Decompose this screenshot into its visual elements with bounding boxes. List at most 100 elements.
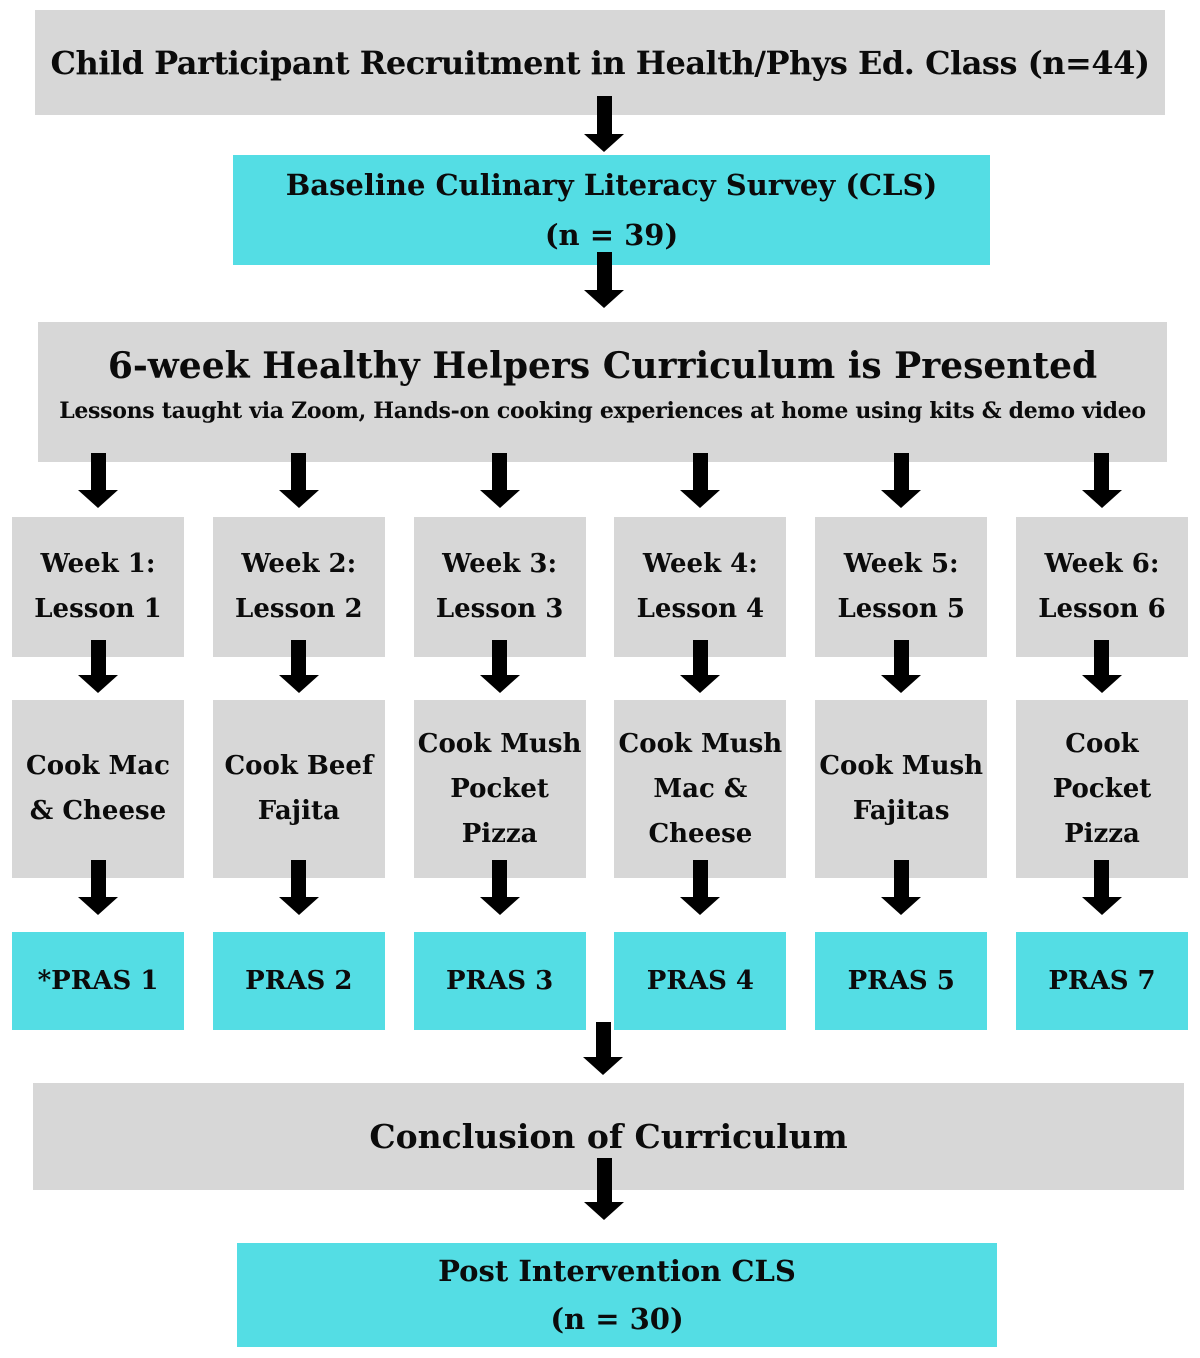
arrow-stem [1094,453,1110,490]
cook-5-box: Cook Mush Fajitas [815,700,988,878]
arrow-stem [596,96,612,134]
arrow-stem [90,640,106,675]
cook-1-line2: & Cheese [29,796,167,826]
cook-4-line3: Cheese [648,818,753,849]
week-4-line1: Week 4: [642,549,758,579]
curriculum-to-weeks-arrows [12,453,1188,508]
arrow-head [584,290,624,308]
week-1-line1: Week 1: [40,549,156,579]
weeks-row: Week 1: Lesson 1 Week 2: Lesson 2 Week 3… [12,517,1188,657]
post-survey-title: Post Intervention CLS [438,1254,796,1288]
cook-6-line2: Pocket [1052,773,1152,804]
cook-3-line2: Pocket [450,773,549,804]
arrow-head [680,897,721,915]
post-survey-box: Post Intervention CLS (n = 30) [237,1243,997,1347]
curriculum-title: 6-week Healthy Helpers Curriculum is Pre… [107,345,1098,387]
week-2-box: Week 2: Lesson 2 [212,517,385,657]
pras-5-box: PRAS 5 [815,932,988,1030]
arrow-head [1081,490,1122,508]
weeks-to-cooks-arrows [12,640,1188,693]
arrow-head [881,490,922,508]
down-arrow-baseline-to-curriculum [584,252,624,308]
down-arrow-conclusion-to-post [584,1158,624,1220]
week-6-line1: Week 6: [1044,549,1160,579]
arrow-head [278,675,319,693]
arrow-head [479,490,520,508]
pras-3-label: PRAS 3 [445,965,554,996]
arrow-stem [291,640,307,675]
arrow-head [881,675,922,693]
arrow-stem [90,860,106,897]
cook-5-line2: Fajitas [852,796,950,826]
post-survey-n: (n = 30) [550,1302,684,1336]
week-1-box: Week 1: Lesson 1 [12,517,184,657]
arrow-head [479,897,520,915]
arrow-stem [595,1022,611,1057]
down-arrow-week1-cook1 [78,640,118,693]
arrow-head [278,897,319,915]
arrow-stem [893,860,909,897]
down-arrow-week2-cook2 [278,640,319,693]
arrow-stem [90,453,106,490]
week-2-line1: Week 2: [241,549,357,579]
cooks-row: Cook Mac & Cheese Cook Beef Fajita Cook … [12,700,1188,878]
arrow-stem [1094,860,1110,897]
cook-6-box: Cook Pocket Pizza [1015,700,1188,878]
curriculum-box: 6-week Healthy Helpers Curriculum is Pre… [38,322,1167,462]
conclusion-label: Conclusion of Curriculum [369,1117,848,1156]
arrow-head [479,675,520,693]
arrow-head [584,1202,624,1220]
arrow-head [278,490,319,508]
cook-4-line1: Cook Mush [618,728,783,759]
arrow-head [881,897,922,915]
cook-5-line1: Cook Mush [819,751,984,781]
arrow-stem [1094,640,1110,675]
down-arrow-week4-cook4 [680,640,721,693]
down-arrow-cook4-pras4 [680,860,721,915]
cooks-to-pras-arrows [12,860,1188,915]
week-5-box: Week 5: Lesson 5 [815,517,988,657]
arrow-stem [893,453,909,490]
pras-6-box: PRAS 7 [1015,932,1188,1030]
arrow-stem [692,860,708,897]
cook-1-box: Cook Mac & Cheese [12,700,184,878]
down-arrow-cook5-pras5 [881,860,922,915]
recruitment-label: Child Participant Recruitment in Health/… [50,43,1150,82]
pras-1-label: *PRAS 1 [37,965,159,996]
pras-2-label: PRAS 2 [245,965,353,996]
arrow-head [680,490,721,508]
cook-3-line1: Cook Mush [417,728,582,759]
down-arrow-cook3-pras3 [479,860,520,915]
cook-2-line2: Fajita [257,796,340,826]
cook-1-line1: Cook Mac [26,751,170,781]
pras-2-box: PRAS 2 [212,932,385,1030]
week-5-line1: Week 5: [843,549,959,579]
pras-6-label: PRAS 7 [1048,965,1156,996]
arrow-head [1081,897,1122,915]
cook-4-line2: Mac & [653,773,748,804]
arrow-stem [492,860,508,897]
arrow-stem [291,453,307,490]
arrow-stem [692,640,708,675]
down-arrow-cook2-pras2 [278,860,319,915]
down-arrow-col5 [881,453,922,508]
week-1-line2: Lesson 1 [34,594,162,624]
down-arrow-week5-cook5 [881,640,922,693]
down-arrow-col1 [78,453,118,508]
arrow-stem [492,453,508,490]
pras-4-label: PRAS 4 [646,965,755,996]
down-arrow-col3 [479,453,520,508]
arrow-stem [291,860,307,897]
pras-3-box: PRAS 3 [413,932,586,1030]
cook-2-line1: Cook Beef [224,751,374,781]
arrow-stem [492,640,508,675]
arrow-head [584,134,624,152]
down-arrow-week3-cook3 [479,640,520,693]
pras-1-box: *PRAS 1 [12,932,184,1030]
week-4-box: Week 4: Lesson 4 [614,517,787,657]
week-6-box: Week 6: Lesson 6 [1015,517,1188,657]
pras-5-label: PRAS 5 [847,965,955,996]
week-3-line1: Week 3: [442,549,558,579]
cook-3-box: Cook Mush Pocket Pizza [413,700,586,878]
